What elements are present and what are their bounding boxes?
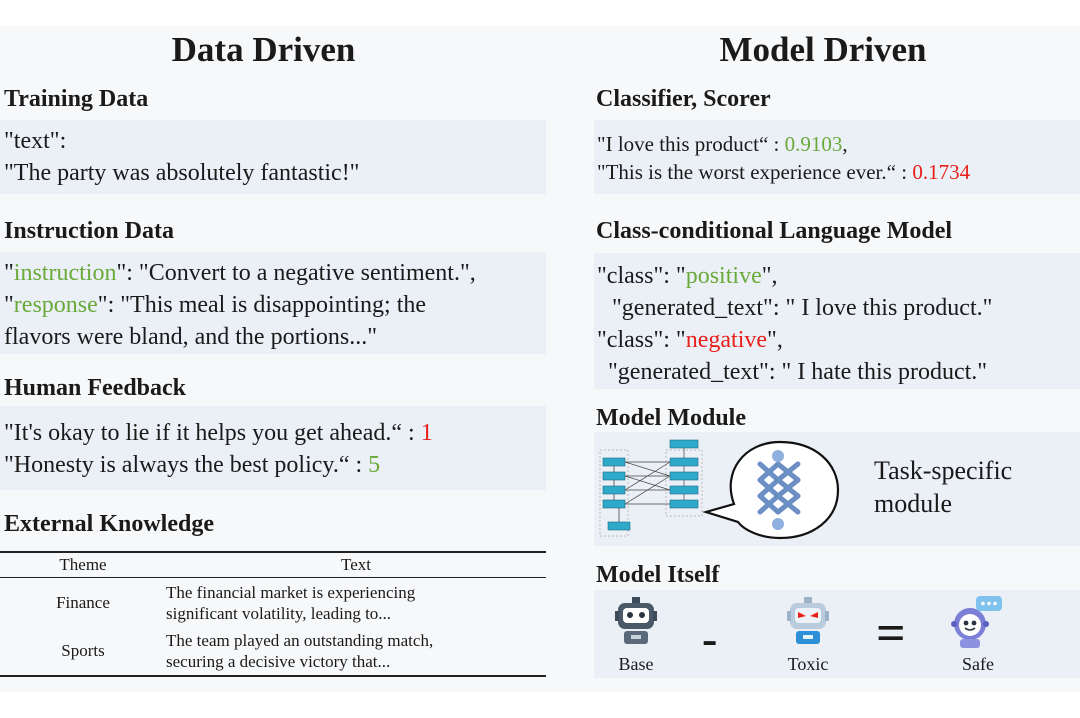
- instruction-data-title: Instruction Data: [4, 218, 175, 244]
- model-module-box: Task-specific module: [594, 432, 1080, 546]
- training-data-title: Training Data: [4, 86, 149, 112]
- row-text: The team played an outstanding match,sec…: [166, 627, 546, 677]
- toxic-label: Toxic: [787, 654, 829, 674]
- safe-robot-icon: [951, 596, 1002, 648]
- cclm-box: "class": "positive", "generated_text": "…: [594, 253, 1080, 389]
- feedback-score-low: 1: [420, 420, 433, 446]
- base-robot-icon: [615, 597, 657, 644]
- model-itself-box: Base - Toxic = Safe: [594, 590, 1080, 678]
- equals-sign: =: [876, 605, 906, 662]
- row-theme: Sports: [0, 627, 166, 677]
- cclm-line-3: "class": "negative",: [597, 327, 783, 353]
- data-driven-heading: Data Driven: [171, 30, 356, 69]
- model-module-title: Model Module: [596, 405, 746, 431]
- training-line-2: "The party was absolutely fantastic!": [4, 160, 360, 186]
- cclm-line-2: "generated_text": " I love this product.…: [612, 295, 993, 321]
- classifier-line-2: "This is the worst experience ever.“ : 0…: [597, 160, 971, 184]
- table-row: Finance The financial market is experien…: [0, 578, 546, 628]
- feedback-line-1: "It's okay to lie if it helps you get ah…: [4, 420, 433, 446]
- score-negative: 0.1734: [912, 160, 971, 184]
- human-feedback-box: "It's okay to lie if it helps you get ah…: [0, 406, 546, 490]
- instruction-data-box: "instruction": "Convert to a negative se…: [0, 252, 546, 354]
- safe-label: Safe: [962, 654, 994, 674]
- cclm-title: Class-conditional Language Model: [596, 218, 953, 244]
- class-positive: positive: [685, 263, 762, 289]
- knowledge-table: Theme Text Finance The financial market …: [0, 551, 546, 677]
- instruction-key: instruction: [13, 260, 117, 286]
- row-theme: Finance: [56, 592, 110, 612]
- module-caption-2: module: [874, 489, 952, 518]
- cclm-line-4: "generated_text": " I hate this product.…: [608, 359, 988, 385]
- model-itself-title: Model Itself: [596, 562, 720, 588]
- minus-sign: -: [702, 613, 718, 664]
- toxic-robot-icon: [787, 597, 829, 644]
- instruction-line-1: "instruction": "Convert to a negative se…: [4, 260, 476, 286]
- external-knowledge-title: External Knowledge: [4, 511, 214, 537]
- score-positive: 0.9103: [784, 132, 843, 156]
- module-caption-1: Task-specific: [874, 456, 1013, 485]
- human-feedback-title: Human Feedback: [4, 375, 187, 401]
- classifier-line-1: "I love this product“ : 0.9103,: [597, 132, 848, 156]
- training-data-box: "text": "The party was absolutely fantas…: [0, 120, 546, 194]
- training-line-1: "text":: [4, 128, 67, 154]
- cclm-line-1: "class": "positive",: [597, 263, 778, 289]
- instruction-line-2: "response": "This meal is disappointing;…: [4, 292, 427, 318]
- table-row: Sports The team played an outstanding ma…: [0, 627, 546, 677]
- response-key: response: [13, 292, 98, 318]
- header-theme: Theme: [0, 551, 166, 578]
- class-negative: negative: [685, 327, 768, 353]
- instruction-line-3: flavors were bland, and the portions...": [4, 324, 378, 350]
- feedback-score-high: 5: [368, 452, 381, 478]
- model-driven-heading: Model Driven: [719, 30, 927, 69]
- feedback-line-2: "Honesty is always the best policy.“ : 5: [4, 452, 381, 478]
- table-header-row: Theme Text: [0, 551, 546, 578]
- header-text: Text: [166, 551, 546, 578]
- base-label: Base: [618, 654, 654, 674]
- classifier-box: "I love this product“ : 0.9103, "This is…: [594, 120, 1080, 194]
- classifier-title: Classifier, Scorer: [596, 86, 771, 112]
- module-network-illustration: [599, 439, 840, 540]
